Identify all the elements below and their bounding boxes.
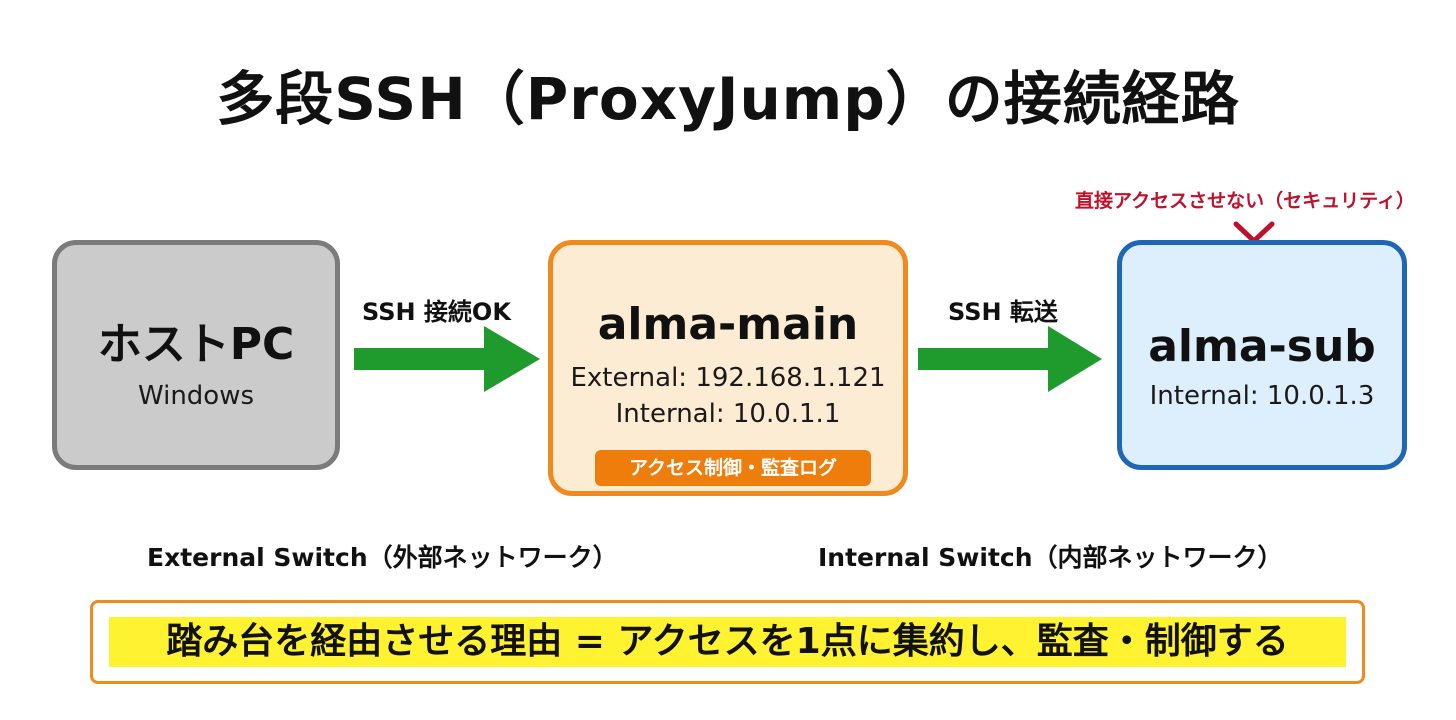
alma-main-name: alma-main	[597, 299, 859, 350]
footer-reason-text: 踏み台を経由させる理由 = アクセスを1点に集約し、監査・制御する	[109, 617, 1346, 667]
arrow-host-to-main-shape	[354, 326, 540, 392]
footer-box: 踏み台を経由させる理由 = アクセスを1点に集約し、監査・制御する	[90, 600, 1365, 684]
alma-sub-name: alma-sub	[1148, 321, 1376, 372]
arrow-label-ssh-forward: SSH 転送	[948, 298, 1058, 326]
host-pc-name: ホストPC	[97, 319, 295, 370]
direct-access-warning: 直接アクセスさせない（セキュリティ）	[1075, 190, 1415, 212]
alma-main-internal-ip: Internal: 10.0.1.1	[615, 399, 841, 429]
alma-main-external-ip: External: 192.168.1.121	[570, 363, 886, 393]
host-pc-os: Windows	[137, 381, 255, 411]
external-switch-label: External Switch（外部ネットワーク）	[147, 543, 618, 572]
alma-sub-internal-ip: Internal: 10.0.1.3	[1149, 381, 1375, 411]
internal-switch-label: Internal Switch（内部ネットワーク）	[818, 543, 1283, 572]
arrow-host-to-main	[354, 326, 540, 392]
arrow-main-to-sub-shape	[918, 326, 1102, 392]
alma-main-node: alma-main External: 192.168.1.121 Intern…	[548, 240, 908, 496]
arrow-label-ssh-connect: SSH 接続OK	[362, 298, 511, 326]
arrow-main-to-sub	[918, 326, 1102, 392]
host-pc-node: ホストPC Windows	[52, 240, 340, 470]
access-control-badge: アクセス制御・監査ログ	[595, 450, 871, 486]
alma-sub-node: alma-sub Internal: 10.0.1.3	[1117, 240, 1407, 470]
diagram-title: 多段SSH（ProxyJump）の接続経路	[216, 65, 1240, 133]
